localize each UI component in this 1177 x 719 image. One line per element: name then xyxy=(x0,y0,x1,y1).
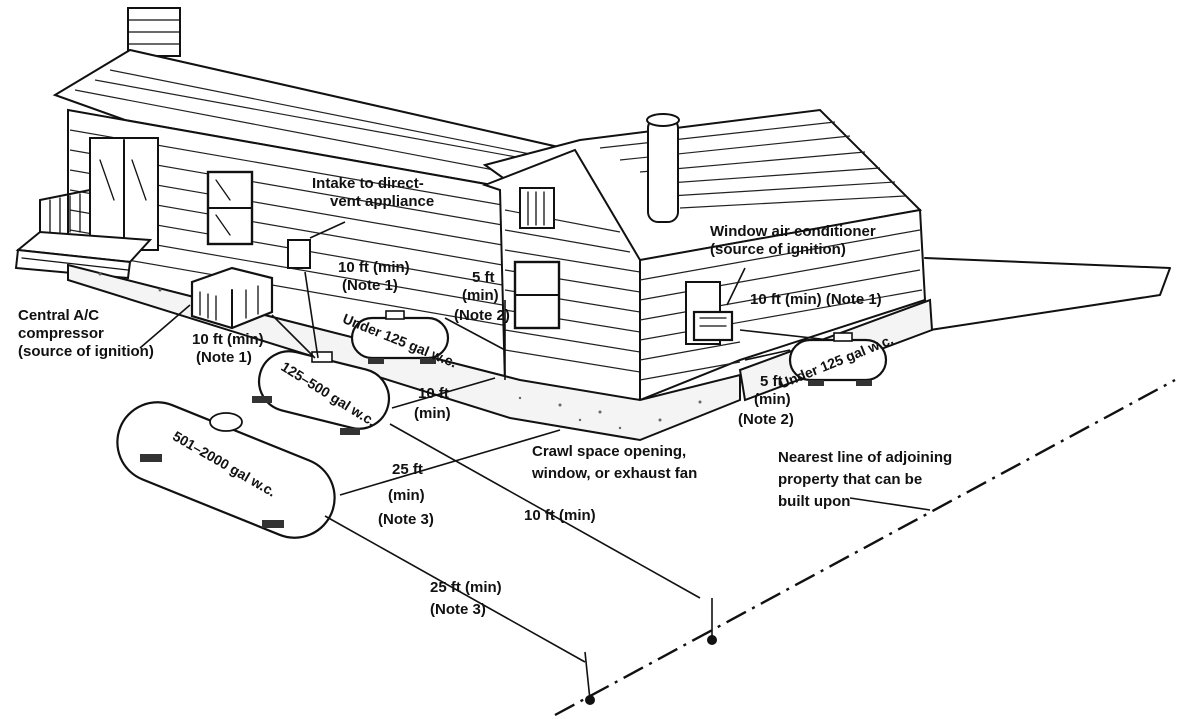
dim-10ft-note1-left: 10 ft (min) (Note 1) xyxy=(192,331,268,366)
property-marker-lower xyxy=(585,695,595,705)
dim-25ft-note3-lower: 25 ft (min) (Note 3) xyxy=(430,579,506,618)
porch-steps xyxy=(14,189,153,280)
dim-5ft-note2-mid: 5 ft (min) (Note 2) xyxy=(454,269,510,324)
side-wall xyxy=(639,208,927,402)
dim-10ft-min-lower: 10 ft (min) xyxy=(524,507,596,524)
vent-pipe xyxy=(647,117,679,223)
dim-25ft-note3-upper: 25 ft (min) (Note 3) xyxy=(378,461,434,528)
intake-label: Intake to direct- vent appliance xyxy=(312,175,434,210)
foundation-speckle xyxy=(98,272,702,430)
window-ac-label: Window air conditioner (source of igniti… xyxy=(710,223,880,258)
dim-5ft-note2-right: 5 ft (min) (Note 2) xyxy=(738,373,795,428)
window-air-conditioner xyxy=(685,281,734,345)
dim-10ft-note1-upper: 10 ft (min) (Note 1) xyxy=(338,259,414,294)
tank-medium: 125–500 gal w.c. xyxy=(252,350,391,435)
central-ac-label: Central A/C compressor (source of igniti… xyxy=(18,307,154,360)
dim-10ft-min-mid: 10 ft (min) xyxy=(414,385,453,422)
adjoining-property-line xyxy=(554,378,1176,717)
driveway-edge xyxy=(924,257,1171,331)
attic-vent xyxy=(519,187,555,229)
dim-10ft-note1-right: 10 ft (min) (Note 1) xyxy=(750,291,882,308)
property-marker-upper xyxy=(707,635,717,645)
direct-vent-intake xyxy=(287,239,311,269)
house xyxy=(14,7,1171,442)
central-ac-compressor xyxy=(190,266,274,330)
crawl-space-label: Crawl space opening, window, or exhaust … xyxy=(531,443,697,482)
tank-large: 501–2000 gal w.c. xyxy=(116,401,336,539)
dimension-lines xyxy=(139,221,931,701)
property-line-label: Nearest line of adjoining property that … xyxy=(778,449,956,510)
